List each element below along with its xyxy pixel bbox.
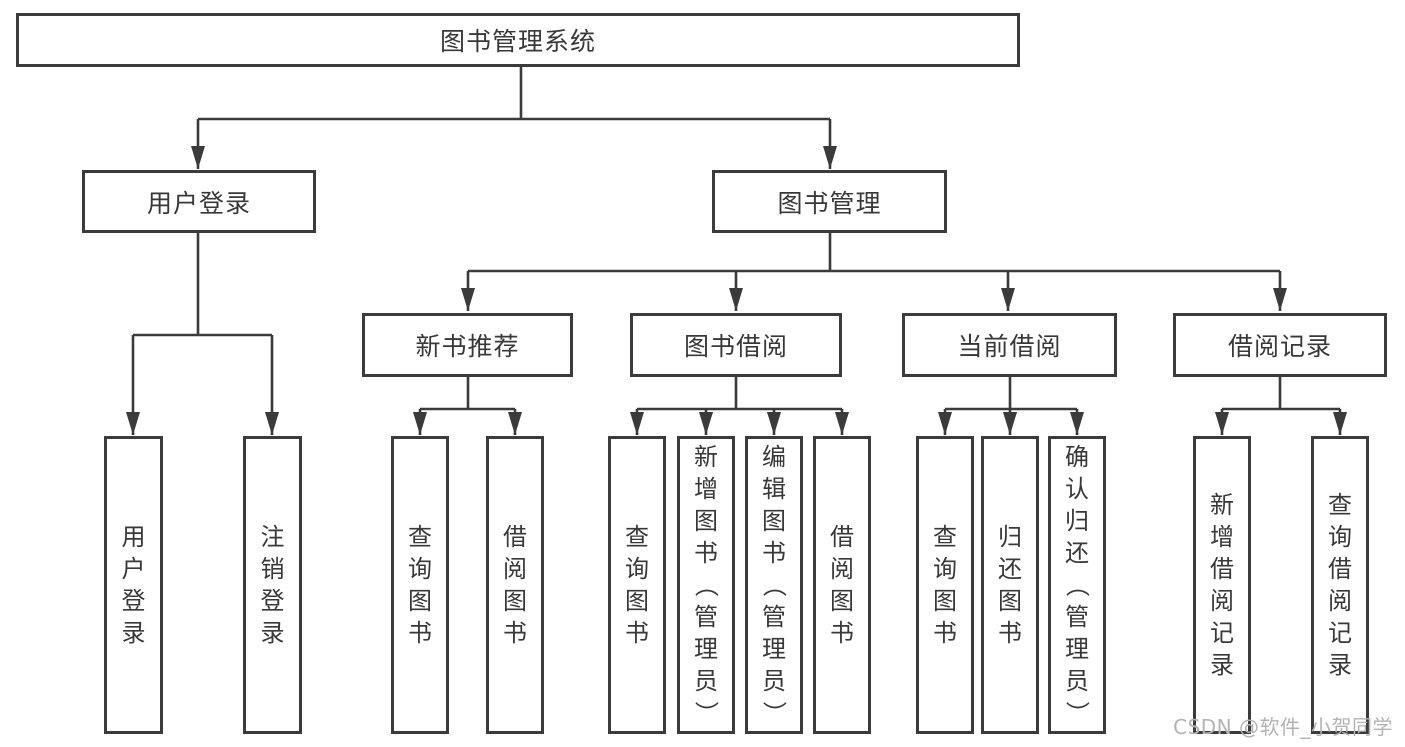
connector-user-login-to-leaves: [131, 233, 274, 435]
leaf-user-login: 用户登录: [104, 436, 163, 734]
connector-root-to-level2: [196, 67, 832, 169]
connector-new-book-recommend-to-leaves: [418, 377, 517, 435]
leaf-query-books-recommend: 查询图书: [391, 436, 449, 734]
node-new-book-recommend: 新书推荐: [362, 313, 573, 377]
node-root: 图书管理系统: [16, 13, 1020, 67]
node-book-management: 图书管理: [712, 170, 947, 233]
connector-borrow-records-to-leaves: [1220, 377, 1342, 435]
leaf-logout: 注销登录: [243, 436, 302, 734]
arrowheads: [126, 146, 1347, 435]
node-borrow-records: 借阅记录: [1173, 313, 1387, 377]
leaf-borrow-books: 借阅图书: [813, 436, 871, 734]
leaf-borrow-books-recommend: 借阅图书: [486, 436, 544, 734]
leaf-query-books-current: 查询图书: [916, 436, 974, 734]
leaf-return-books: 归还图书: [981, 436, 1039, 734]
leaf-edit-books-admin: 编辑图书（管理员）: [745, 436, 803, 734]
node-current-borrow: 当前借阅: [902, 313, 1117, 377]
node-user-login: 用户登录: [82, 170, 316, 233]
leaf-confirm-return-admin: 确认归还（管理员）: [1048, 436, 1106, 734]
leaf-query-books-borrow: 查询图书: [608, 436, 666, 734]
leaf-query-borrow-record: 查询借阅记录: [1311, 436, 1369, 734]
leaf-add-borrow-record: 新增借阅记录: [1193, 436, 1251, 734]
leaf-add-books-admin: 新增图书（管理员）: [677, 436, 735, 734]
watermark: CSDN @软件_小贺同学: [1173, 715, 1393, 739]
node-book-borrow: 图书借阅: [630, 313, 842, 377]
connector-book-borrow-to-leaves: [635, 377, 844, 435]
connector-book-management-to-level3: [466, 233, 1282, 311]
